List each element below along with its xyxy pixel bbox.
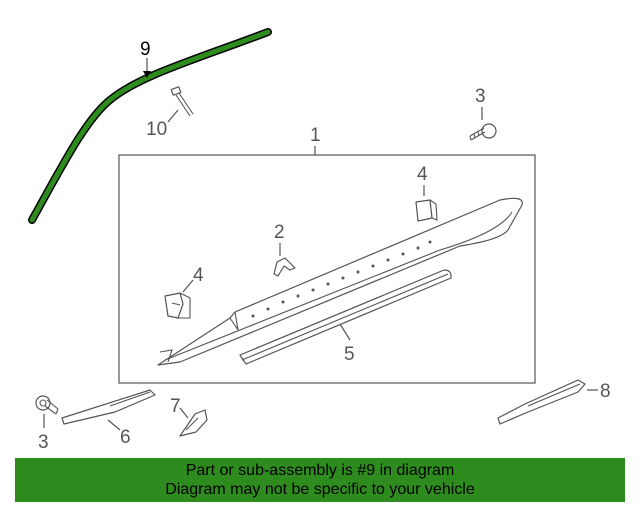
- part-5-garnish-strip[interactable]: [239, 269, 452, 365]
- part-6-lower-garnish[interactable]: [61, 389, 156, 425]
- callout-4-left-leader: [182, 279, 194, 293]
- callout-5: 5: [344, 344, 355, 365]
- part-10-clip[interactable]: [170, 86, 194, 117]
- part-4-clip-left[interactable]: [164, 292, 191, 319]
- callout-3-upper: 3: [475, 86, 486, 107]
- callout-10-leader: [167, 109, 179, 123]
- callout-7-leader: [179, 407, 189, 419]
- callout-4-left: 4: [193, 265, 204, 286]
- part-3-screw-upper[interactable]: [469, 123, 497, 141]
- part-9-roof-molding[interactable]: [28, 28, 272, 224]
- callout-6-leader: [107, 419, 121, 431]
- callout-9-arrow: [143, 71, 151, 78]
- info-banner: Part or sub-assembly is #9 in diagram Di…: [15, 458, 625, 502]
- part-2-bracket[interactable]: [273, 257, 296, 277]
- part-7-end-cap[interactable]: [179, 409, 208, 437]
- banner-line-2: Diagram may not be specific to your vehi…: [165, 481, 475, 498]
- callout-7: 7: [170, 396, 181, 417]
- part-8-rear-garnish[interactable]: [497, 379, 586, 425]
- callout-9: 9: [140, 39, 151, 60]
- part-3-screw-lower[interactable]: [35, 395, 59, 415]
- callout-3-lower: 3: [38, 432, 49, 453]
- part-4-clip-right[interactable]: [415, 199, 438, 222]
- rocker-molding-holes: [251, 240, 432, 318]
- banner-line-1: Part or sub-assembly is #9 in diagram: [185, 462, 455, 479]
- callout-5-leader: [339, 323, 351, 341]
- callout-1: 1: [310, 125, 321, 146]
- callout-6: 6: [120, 427, 131, 448]
- part-1-rocker-molding[interactable]: [157, 197, 523, 366]
- callout-10: 10: [146, 119, 167, 140]
- parts-diagram: 9 10 3 1: [28, 28, 611, 453]
- callout-2: 2: [274, 222, 285, 243]
- part-1-assembly-box: [118, 154, 536, 384]
- callout-8: 8: [600, 381, 611, 402]
- callout-4-right: 4: [417, 164, 428, 185]
